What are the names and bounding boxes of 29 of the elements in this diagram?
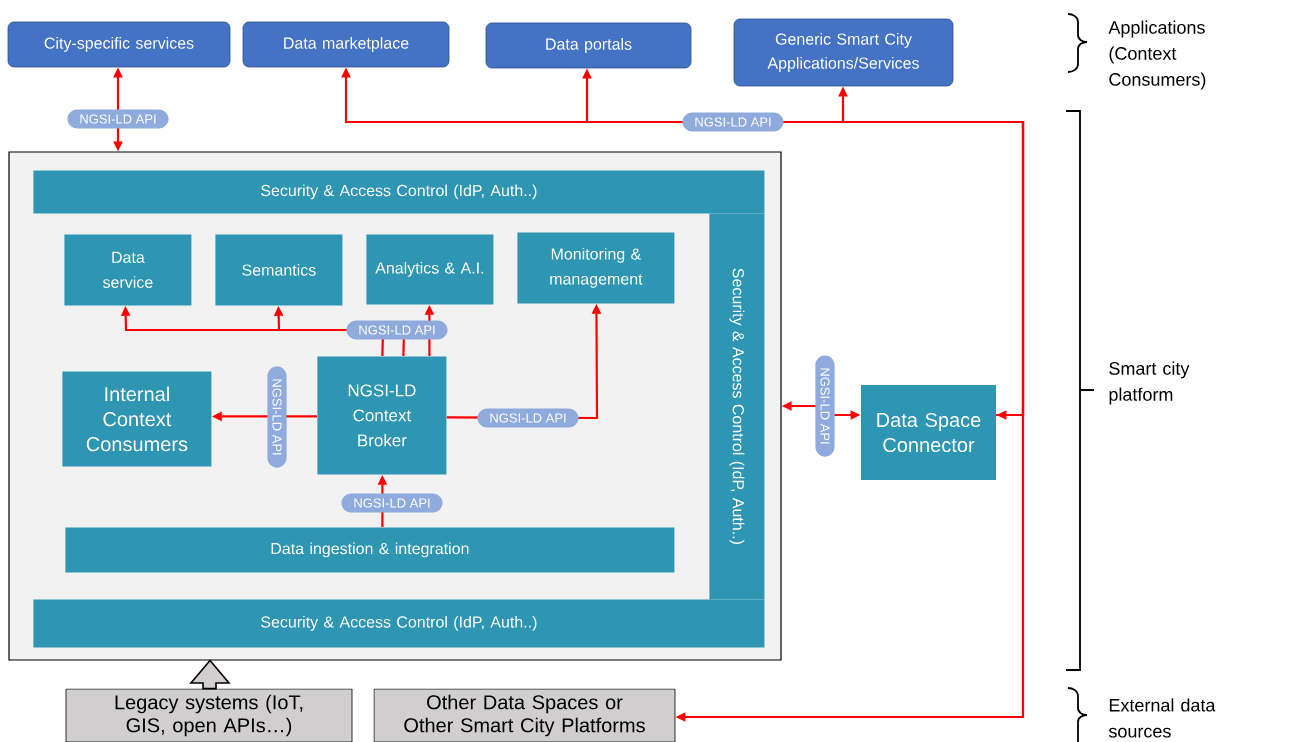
component-box: Data ingestion & integration	[65, 527, 675, 573]
api-label: NGSI-LD API	[815, 355, 835, 457]
api-label: NGSI-LD API	[682, 112, 784, 132]
api-label: NGSI-LD API	[346, 320, 448, 340]
application-box: Generic Smart City Applications/Services	[733, 18, 954, 87]
component-box: Internal Context Consumers	[62, 371, 212, 467]
broker-box: NGSI-LD Context Broker	[317, 356, 447, 475]
api-label: NGSI-LD API	[477, 408, 579, 428]
component-box: Data service	[64, 234, 192, 306]
section-label: Applications (Context Consumers)	[1108, 20, 1206, 90]
node-label: Security & Access Control (IdP, Auth..)	[729, 268, 745, 544]
security-band: Security & Access Control (IdP, Auth..)	[33, 170, 765, 214]
api-label: NGSI-LD API	[267, 366, 287, 468]
api-label: NGSI-LD API	[341, 493, 443, 513]
application-box: City-specific services	[7, 21, 231, 68]
source-box: Other Data Spaces or Other Smart City Platforms	[373, 688, 676, 742]
component-box: Analytics & A.I.	[366, 234, 494, 305]
section-label: Smart city platform	[1109, 361, 1190, 405]
security-band: Security & Access Control (IdP, Auth..)	[709, 213, 765, 600]
source-box: Legacy systems (IoT, GIS, open APIs…)	[65, 688, 353, 742]
application-box: Data portals	[485, 22, 692, 69]
component-box: Data Space Connector	[861, 385, 996, 480]
application-box: Data marketplace	[242, 21, 450, 68]
api-label: NGSI-LD API	[67, 109, 169, 129]
security-band: Security & Access Control (IdP, Auth..)	[33, 599, 765, 648]
component-box: Semantics	[215, 234, 343, 306]
section-label: External data sources	[1108, 698, 1216, 738]
block-arrow	[189, 659, 231, 690]
component-box: Monitoring & management	[517, 232, 675, 304]
